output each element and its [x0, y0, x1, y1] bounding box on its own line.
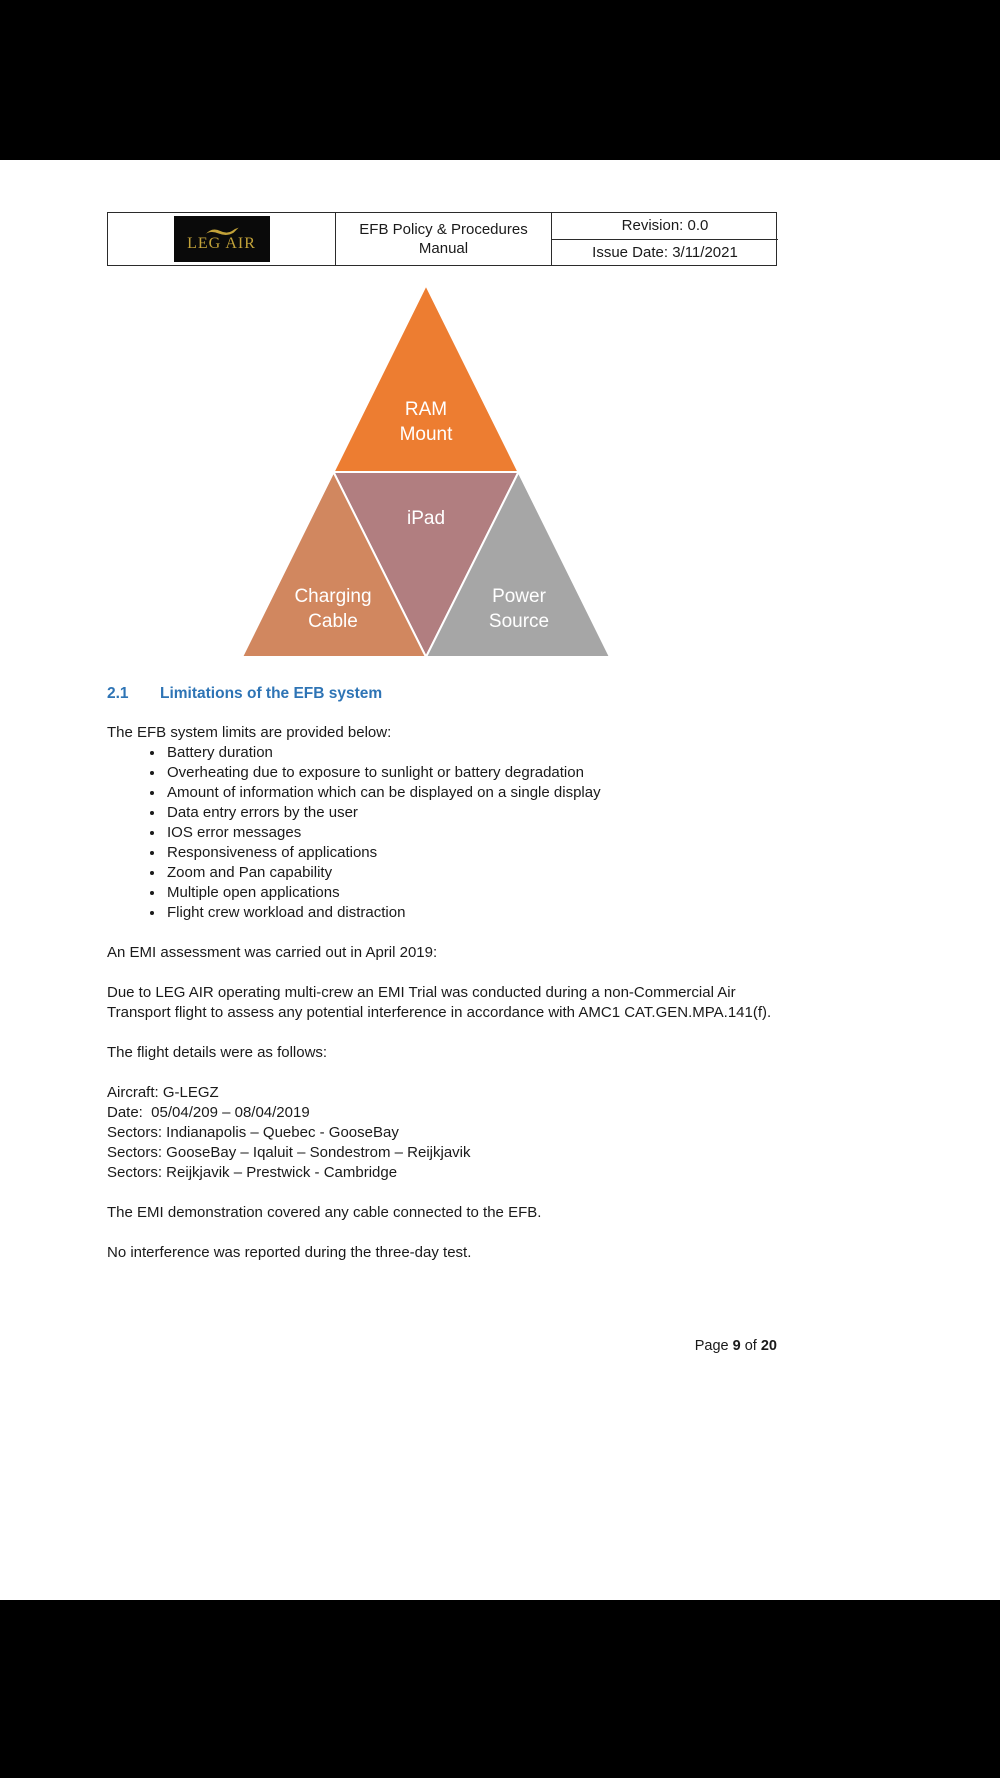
- charging-cable-label: Charging Cable: [294, 586, 372, 632]
- section-heading: 2.1 Limitations of the EFB system: [107, 685, 777, 703]
- section-number: 2.1: [107, 685, 129, 702]
- list-item: Data entry errors by the user: [165, 803, 777, 823]
- flight-detail-line: Sectors: GooseBay – Iqaluit – Sondestrom…: [107, 1144, 471, 1161]
- list-item: IOS error messages: [165, 823, 777, 843]
- flight-detail-line: Aircraft: G-LEGZ: [107, 1084, 219, 1101]
- flight-detail-line: Date: 05/04/209 – 08/04/2019: [107, 1104, 310, 1121]
- page-footer: Page 9 of 20: [695, 1338, 777, 1354]
- revision-row: Revision: 0.0: [552, 213, 778, 240]
- power-source-triangle: [424, 469, 610, 657]
- revision-text: Revision: 0.0: [621, 217, 709, 235]
- list-item: Multiple open applications: [165, 883, 777, 903]
- list-item: Battery duration: [165, 743, 777, 763]
- emi-demo-paragraph: The EMI demonstration covered any cable …: [107, 1204, 542, 1221]
- list-item: Zoom and Pan capability: [165, 863, 777, 883]
- document-title-line1: EFB Policy & Procedures: [359, 221, 528, 238]
- bird-icon: [204, 227, 239, 235]
- flight-detail-line: Sectors: Indianapolis – Quebec - GooseBa…: [107, 1124, 399, 1141]
- issue-date-row: Issue Date: 3/11/2021: [552, 240, 778, 266]
- document-header-table: LEG AIR EFB Policy & Procedures Manual R…: [107, 212, 778, 266]
- document-title-cell: EFB Policy & Procedures Manual: [336, 213, 552, 265]
- power-source-label: Power Source: [488, 586, 550, 632]
- efb-pyramid-diagram: RAM Mount iPad Charging Cable Power Sour…: [242, 285, 610, 657]
- emi-assessment-paragraph: An EMI assessment was carried out in Apr…: [107, 944, 438, 961]
- list-item: Responsiveness of applications: [165, 843, 777, 863]
- flight-detail-line: Sectors: Reijkjavik – Prestwick - Cambri…: [107, 1164, 398, 1181]
- list-item: Flight crew workload and distraction: [165, 903, 777, 923]
- document-title-line2: Manual: [418, 240, 469, 257]
- ipad-label: iPad: [406, 508, 446, 529]
- document-page: LEG AIR EFB Policy & Procedures Manual R…: [0, 160, 1000, 1600]
- charging-cable-triangle: [242, 469, 428, 657]
- list-item: Overheating due to exposure to sunlight …: [165, 763, 777, 783]
- logo-cell: LEG AIR: [108, 213, 336, 265]
- ram-mount-label: RAM Mount: [399, 399, 453, 445]
- no-interference-paragraph: No interference was reported during the …: [107, 1244, 472, 1261]
- list-item: Amount of information which can be displ…: [165, 783, 777, 803]
- intro-paragraph: The EFB system limits are provided below…: [107, 724, 392, 741]
- flight-details: Aircraft: G-LEGZ Date: 05/04/209 – 08/04…: [107, 1083, 777, 1183]
- section-title: Limitations of the EFB system: [160, 685, 383, 702]
- logo-text: LEG AIR: [187, 235, 256, 252]
- page-total: 20: [760, 1338, 777, 1354]
- revision-cell: Revision: 0.0 Issue Date: 3/11/2021: [552, 213, 778, 265]
- emi-detail-paragraph: Due to LEG AIR operating multi-crew an E…: [107, 984, 772, 1021]
- flight-details-intro: The flight details were as follows:: [107, 1044, 328, 1061]
- page-footer-prefix: Page: [694, 1338, 733, 1354]
- page-number: 9: [732, 1338, 741, 1354]
- limitations-list: Battery duration Overheating due to expo…: [107, 743, 777, 923]
- page-footer-of: of: [740, 1338, 761, 1354]
- legair-logo: LEG AIR: [173, 216, 270, 262]
- pyramid-shapes: [242, 285, 610, 657]
- issue-date-text: Issue Date: 3/11/2021: [592, 243, 738, 261]
